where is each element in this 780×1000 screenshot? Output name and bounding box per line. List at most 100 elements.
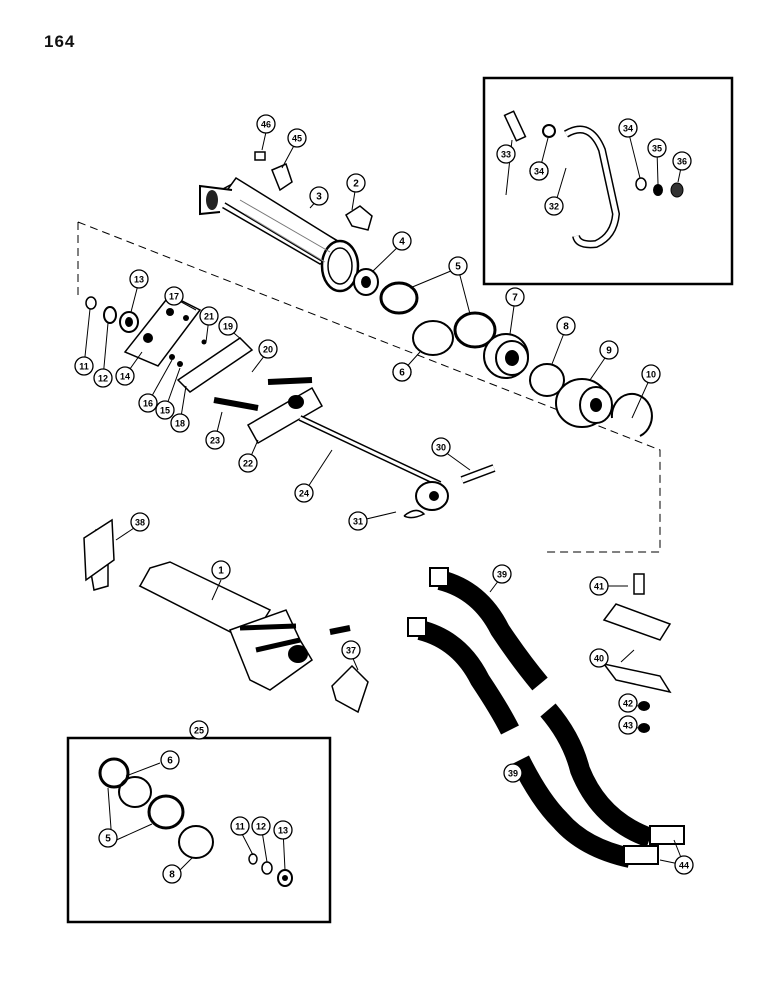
callout-label: 9 [606, 346, 612, 357]
callout-circle [256, 114, 276, 134]
callout-label: 6 [399, 368, 405, 379]
callout-label: 13 [134, 275, 144, 285]
callout-label: 40 [594, 654, 604, 664]
callout-circle [589, 648, 609, 668]
cylinder-barrel [199, 176, 360, 293]
callout-label: 8 [169, 870, 175, 881]
callout-label: 8 [563, 322, 569, 333]
callout-label: 31 [353, 517, 363, 527]
callout-label: 11 [79, 362, 89, 372]
callout-circle [287, 128, 307, 148]
callout-label: 14 [120, 372, 130, 382]
callout-circle [130, 512, 150, 532]
callout-label: 42 [623, 699, 633, 709]
callout-circle [218, 316, 238, 336]
callout-circle [273, 820, 293, 840]
callout-label: 35 [652, 144, 662, 154]
inset-box-bracket [482, 76, 734, 286]
callout-circle [230, 816, 250, 836]
callout-label: 43 [623, 721, 633, 731]
callout-circle [251, 816, 271, 836]
callout-circle [392, 362, 412, 382]
callout-label: 33 [501, 150, 511, 160]
callout-label: 39 [497, 570, 507, 580]
callout-label: 17 [169, 292, 179, 302]
callout-circle [98, 828, 118, 848]
callout-circle [341, 640, 361, 660]
callout-label: 22 [243, 459, 253, 469]
callout-label: 5 [455, 262, 461, 273]
callout-circle [392, 231, 412, 251]
callout-circle [503, 763, 523, 783]
callout-label: 24 [299, 489, 309, 499]
callout-circle [346, 173, 366, 193]
callout-label: 7 [512, 293, 518, 304]
callout-label: 16 [143, 399, 153, 409]
callout-label: 30 [436, 443, 446, 453]
callout-circle [496, 144, 516, 164]
callout-circle [544, 196, 564, 216]
callout-label: 36 [677, 157, 687, 167]
callout-label: 34 [623, 124, 633, 134]
hoses [407, 567, 685, 868]
callout-label: 21 [204, 312, 214, 322]
callout-circle [589, 576, 609, 596]
callout-circle [160, 750, 180, 770]
callout-label: 11 [235, 822, 245, 832]
callout-circle [189, 720, 209, 740]
callout-circle [199, 306, 219, 326]
callout-circle [599, 340, 619, 360]
callout-circle [115, 366, 135, 386]
callout-label: 5 [105, 834, 111, 845]
callout-circle [431, 437, 451, 457]
callout-circle [138, 393, 158, 413]
callout-label: 6 [167, 756, 173, 767]
callout-circle [211, 560, 231, 580]
callout-circle [505, 287, 525, 307]
callout-circle [618, 715, 638, 735]
callout-label: 4 [399, 237, 405, 248]
callout-label: 38 [135, 518, 145, 528]
callout-label: 44 [679, 861, 689, 871]
callout-label: 32 [549, 202, 559, 212]
callout-label: 20 [263, 345, 273, 355]
callout-label: 34 [534, 167, 544, 177]
callout-label: 37 [346, 646, 356, 656]
callout-circle [647, 138, 667, 158]
callout-label: 10 [646, 370, 656, 380]
callout-circle [205, 430, 225, 450]
dashed-outline [77, 221, 661, 553]
callout-label: 2 [353, 179, 359, 190]
assembled-cylinder [85, 528, 351, 691]
callout-circle [162, 864, 182, 884]
callout-label: 41 [594, 582, 604, 592]
callout-circle [129, 269, 149, 289]
callout-label: 12 [256, 822, 266, 832]
gland [555, 378, 613, 428]
callout-label: 3 [316, 192, 322, 203]
callout-circle [309, 186, 329, 206]
callout-circle [556, 316, 576, 336]
callout-circle [641, 364, 661, 384]
callout-circle [74, 356, 94, 376]
callout-circle [529, 161, 549, 181]
callout-label: 13 [278, 826, 288, 836]
callout-label: 18 [175, 419, 185, 429]
callout-circle [448, 256, 468, 276]
callout-circle [164, 286, 184, 306]
callout-circle [258, 339, 278, 359]
callout-circle [170, 413, 190, 433]
page-number: 164 [44, 32, 76, 51]
callout-label: 46 [261, 120, 271, 130]
callout-label: 23 [210, 436, 220, 446]
callout-circle [238, 453, 258, 473]
callout-circle [492, 564, 512, 584]
callout-circle [294, 483, 314, 503]
callout-circle [155, 400, 175, 420]
callout-circle [618, 118, 638, 138]
callout-group: 1234555667889101111121213131415161718192… [74, 114, 694, 884]
piston [483, 333, 529, 379]
callout-label: 19 [223, 322, 233, 332]
callout-circle [672, 151, 692, 171]
